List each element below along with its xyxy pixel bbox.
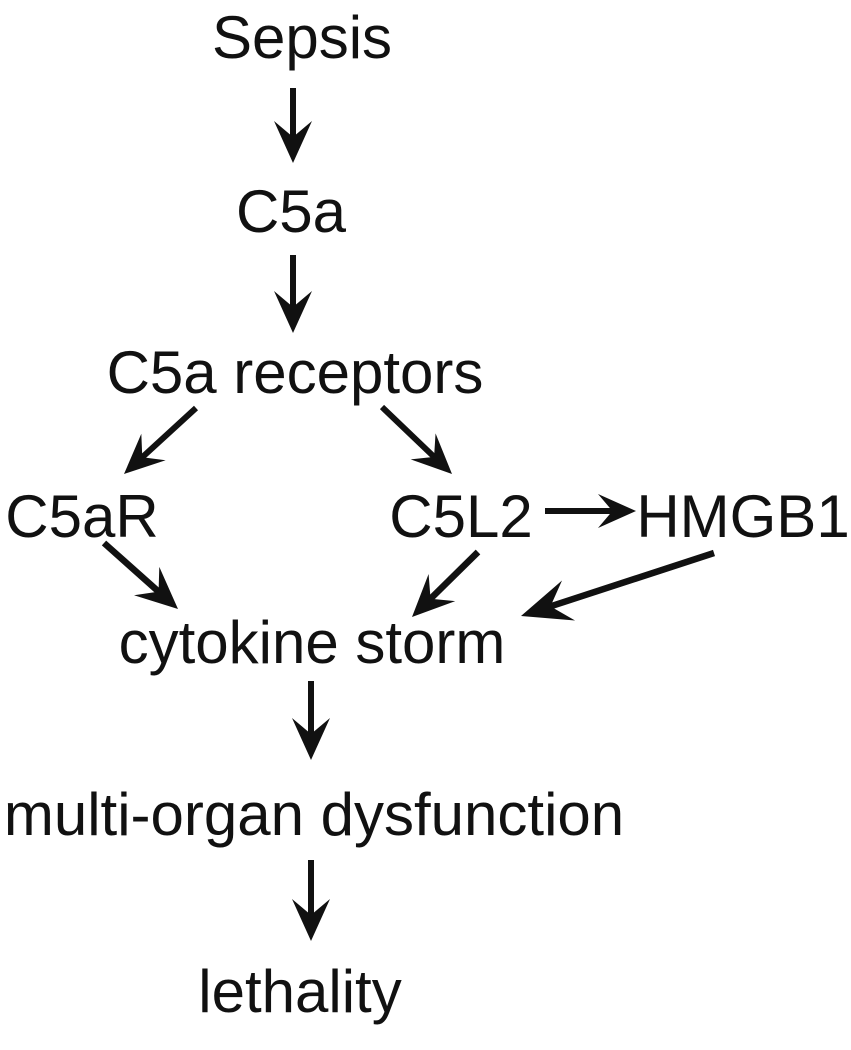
edge-c5a-to-receptors [274,255,312,333]
edges-layer [101,88,716,941]
node-label-receptors: C5a receptors [107,339,484,406]
arrowhead-icon [292,718,330,760]
edge-hmgb1-to-cytokine [521,549,716,621]
edge-shaft [425,549,481,604]
node-label-c5l2: C5L2 [389,483,532,550]
edge-shaft [544,549,716,612]
edge-c5l2-to-cytokine [412,549,481,617]
arrowhead-icon [521,580,576,621]
arrowhead-icon [274,291,312,333]
node-label-c5ar: C5aR [5,483,158,550]
arrowhead-icon [598,494,636,528]
arrowhead-icon [124,433,166,474]
node-label-hmgb1: HMGB1 [636,483,849,550]
edge-c5ar-to-cytokine [101,540,178,609]
edge-mods-to-lethality [292,860,330,941]
arrowhead-icon [292,899,330,941]
node-label-sepsis: Sepsis [212,4,392,71]
node-label-c5a: C5a [236,178,347,245]
arrowhead-icon [134,566,178,609]
edge-sepsis-to-c5a [274,88,312,163]
arrowhead-icon [412,573,456,617]
edge-c5l2-to-hmgb1 [545,494,636,528]
edge-cytokine-to-mods [292,681,330,760]
arrowhead-icon [274,121,312,163]
edge-shaft [379,404,440,462]
edge-shaft [101,540,164,597]
edge-shaft [137,405,199,463]
arrowhead-icon [410,433,452,474]
node-label-mods: multi-organ dysfunction [4,781,624,848]
node-label-cytokine: cytokine storm [119,609,506,676]
edge-receptors-to-c5ar [124,405,199,474]
node-label-lethality: lethality [198,958,401,1025]
edge-receptors-to-c5l2 [379,404,452,474]
